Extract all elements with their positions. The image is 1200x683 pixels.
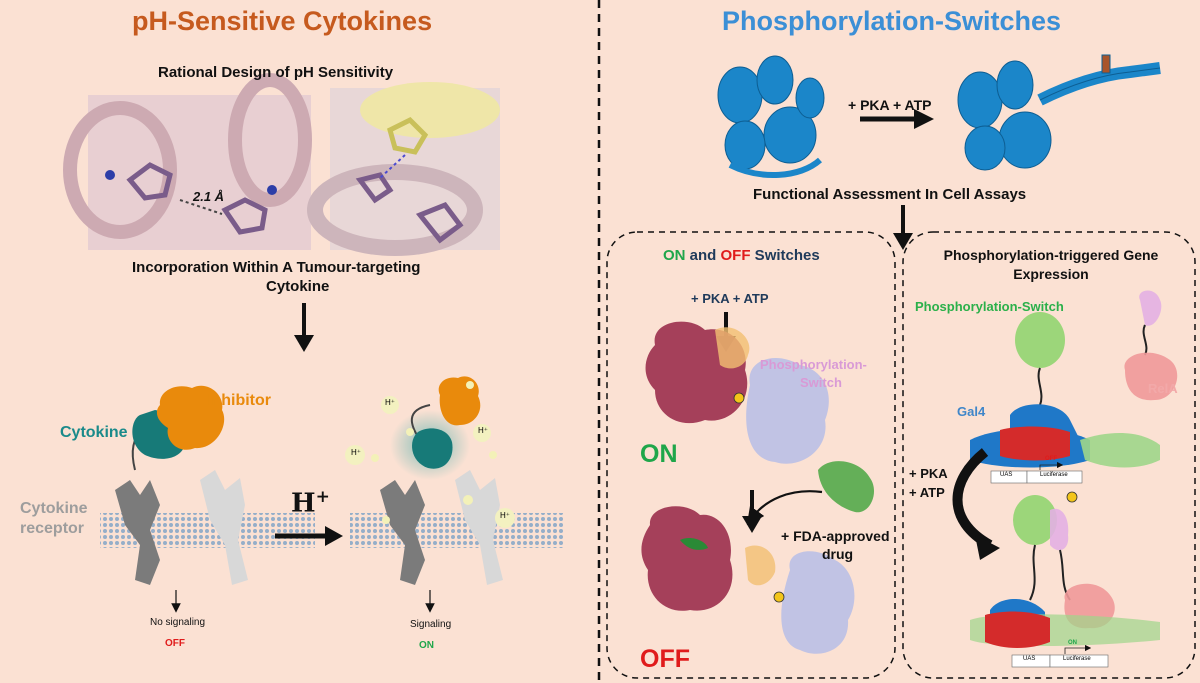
receptor-label-line1: Cytokine (20, 500, 88, 517)
switches-title-and: and (685, 247, 721, 264)
proton-4: H⁺ (500, 511, 510, 520)
on-scene (345, 376, 565, 613)
rational-design-label: Rational Design of pH Sensitivity (158, 64, 394, 81)
on-label-gene: ON (1068, 640, 1077, 646)
switches-title-off: OFF (720, 247, 751, 264)
distance-label: 2.1 Å (193, 189, 225, 204)
rela-label: RelA (1148, 381, 1178, 396)
gene-pka-line2: + ATP (909, 485, 945, 500)
structure-image-right (307, 82, 500, 256)
drug-label-line1: + FDA-approved (781, 528, 890, 544)
off-label-switch: OFF (640, 645, 690, 673)
structure-image-left (63, 73, 312, 250)
gal4-label: Gal4 (957, 404, 986, 419)
receptor-label-line2: receptor (20, 520, 85, 537)
protein-phosphorylated (957, 54, 1161, 171)
luciferase-label-top: Luciferase (1040, 472, 1068, 478)
proton-1: H⁺ (385, 398, 395, 407)
uas-label-top: UAS (1000, 472, 1013, 478)
h-plus-label: H+ (291, 487, 330, 519)
on-label-left: ON (419, 640, 434, 651)
switches-panel-title: ON and OFF Switches (663, 247, 820, 264)
luciferase-label-bottom: Luciferase (1063, 656, 1091, 662)
inhibitor-label: Inhibitor (207, 392, 271, 409)
functional-assessment-label: Functional Assessment In Cell Assays (753, 186, 1027, 203)
off-complex (641, 506, 855, 654)
pka-atp-top: + PKA + ATP (848, 97, 932, 113)
phos-switch-line1: Phosphorylation- (760, 357, 867, 372)
drug-label-line2: drug (822, 546, 854, 562)
right-title: Phosphorylation-Switches (722, 6, 1062, 36)
gene-pka-line1: + PKA (909, 466, 948, 481)
gene-panel (902, 231, 1196, 679)
protein-unphosphorylated (717, 55, 825, 179)
gene-panel-title-line1: Phosphorylation-triggered Gene (943, 247, 1159, 263)
no-signaling-label: No signaling (150, 617, 206, 628)
off-label-left: OFF (165, 638, 185, 649)
left-title: pH-Sensitive Cytokines (132, 6, 433, 36)
signaling-label: Signaling (410, 619, 452, 630)
off-label-gene: OFF (1045, 456, 1057, 462)
incorporation-line2: Cytokine (266, 278, 330, 295)
drug-molecule (818, 461, 875, 513)
switches-title-rest: Switches (750, 247, 820, 264)
pka-atp-switches: + PKA + ATP (691, 291, 769, 306)
on-label-switch: ON (640, 440, 678, 468)
phos-switch-line2: Switch (800, 375, 842, 390)
proton-2: H⁺ (478, 426, 488, 435)
off-scene (100, 385, 315, 613)
switches-panel (606, 231, 896, 679)
gene-phos-switch-label: Phosphorylation-Switch (915, 299, 1064, 314)
gene-bottom-construct (970, 491, 1160, 668)
gene-top-construct (970, 290, 1178, 484)
h-plus-sup: + (315, 487, 330, 507)
gene-panel-title-line2: Expression (1013, 266, 1089, 282)
incorporation-line1: Incorporation Within A Tumour-targeting (132, 259, 421, 276)
uas-label-bottom: UAS (1023, 656, 1036, 662)
h-plus-base: H (291, 488, 316, 519)
proton-3: H⁺ (351, 448, 361, 457)
cytokine-label: Cytokine (60, 424, 128, 441)
switches-title-on: ON (663, 247, 686, 264)
on-complex (645, 321, 829, 464)
